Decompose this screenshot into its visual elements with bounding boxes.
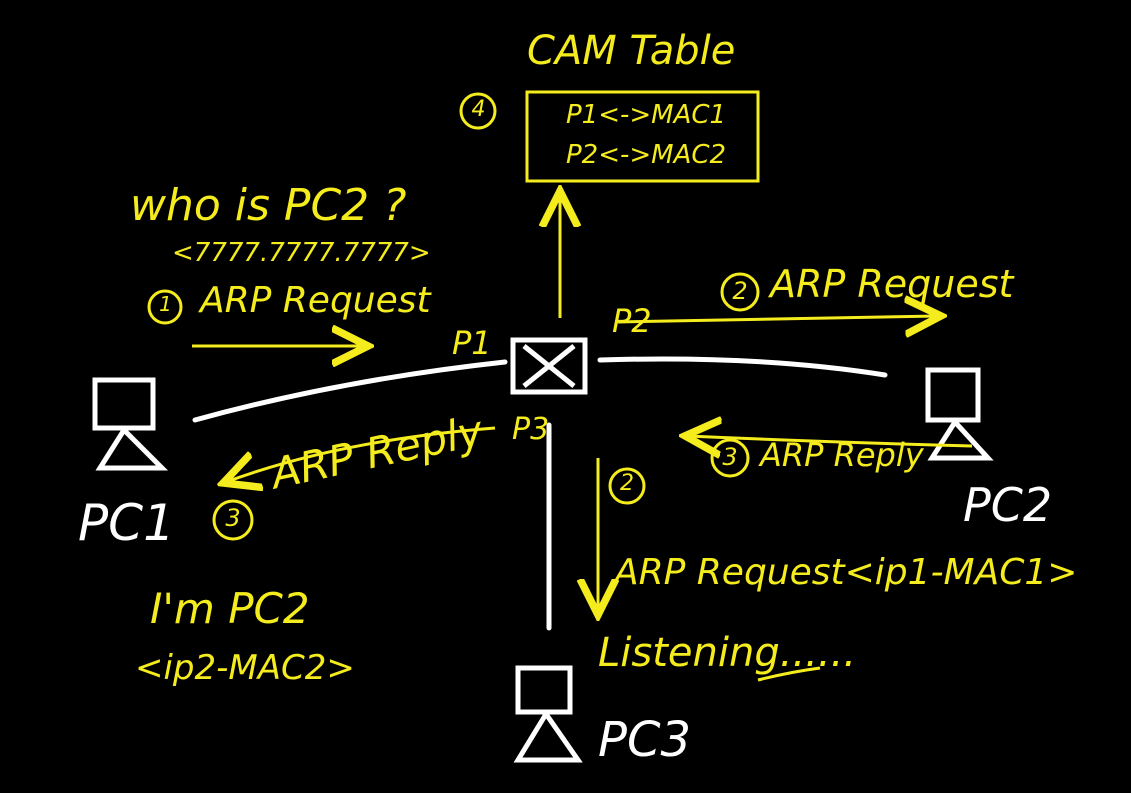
listening-underline [757,666,821,682]
step2-circle [720,272,760,312]
step3b-circle [710,438,750,478]
step4-number: 4 [471,97,486,122]
step3b-arp-reply-text: ARP Reply [760,436,924,474]
step1-number: 1 [159,292,172,316]
step2b-number: 2 [620,471,634,496]
arrow-step2-to-pc2 [617,316,938,322]
cam-table-box [525,90,760,183]
listening-text: Listening...... [598,630,857,676]
arrow-step3-to-pc1 [226,426,496,482]
pc2-computer-icon [925,367,994,461]
pc2-ip-mac-text: <ip2-MAC2> [135,648,355,688]
who-is-pc2-text: who is PC2 ? [130,180,407,231]
step2b-arp-request-text: ARP Request<ip1-MAC1> [614,552,1078,593]
cam-table-row-2: P2<->MAC2 [566,140,727,170]
step3-number: 3 [225,504,241,532]
cam-table-title: CAM Table [527,28,736,74]
pc1-computer-icon [92,377,169,471]
step3-circle [212,499,254,541]
port-p1-label: P1 [452,324,492,362]
broadcast-mac-text: <7777.7777.7777> [172,238,431,268]
step2-arp-request-text: ARP Request [770,262,1014,306]
arrow-step3-from-pc2 [688,436,973,446]
link-pc1-p1 [192,359,508,423]
step1-arp-request-text: ARP Request [200,280,431,321]
step3b-number: 3 [722,443,738,471]
step1-circle [147,289,183,325]
link-p2-pc2 [597,356,888,378]
cam-table-row-1: P1<->MAC1 [566,100,727,130]
pc3-computer-icon [513,665,583,763]
step2b-circle [608,467,646,505]
step4-circle [459,92,497,130]
im-pc2-text: I'm PC2 [150,584,310,633]
port-p3-label: P3 [512,412,550,447]
pc2-label: PC2 [963,478,1053,532]
port-p2-label: P2 [612,302,652,340]
step2-number: 2 [732,277,748,305]
switch-icon [510,337,588,395]
pc3-label: PC3 [598,712,691,768]
pc1-label: PC1 [78,494,175,552]
